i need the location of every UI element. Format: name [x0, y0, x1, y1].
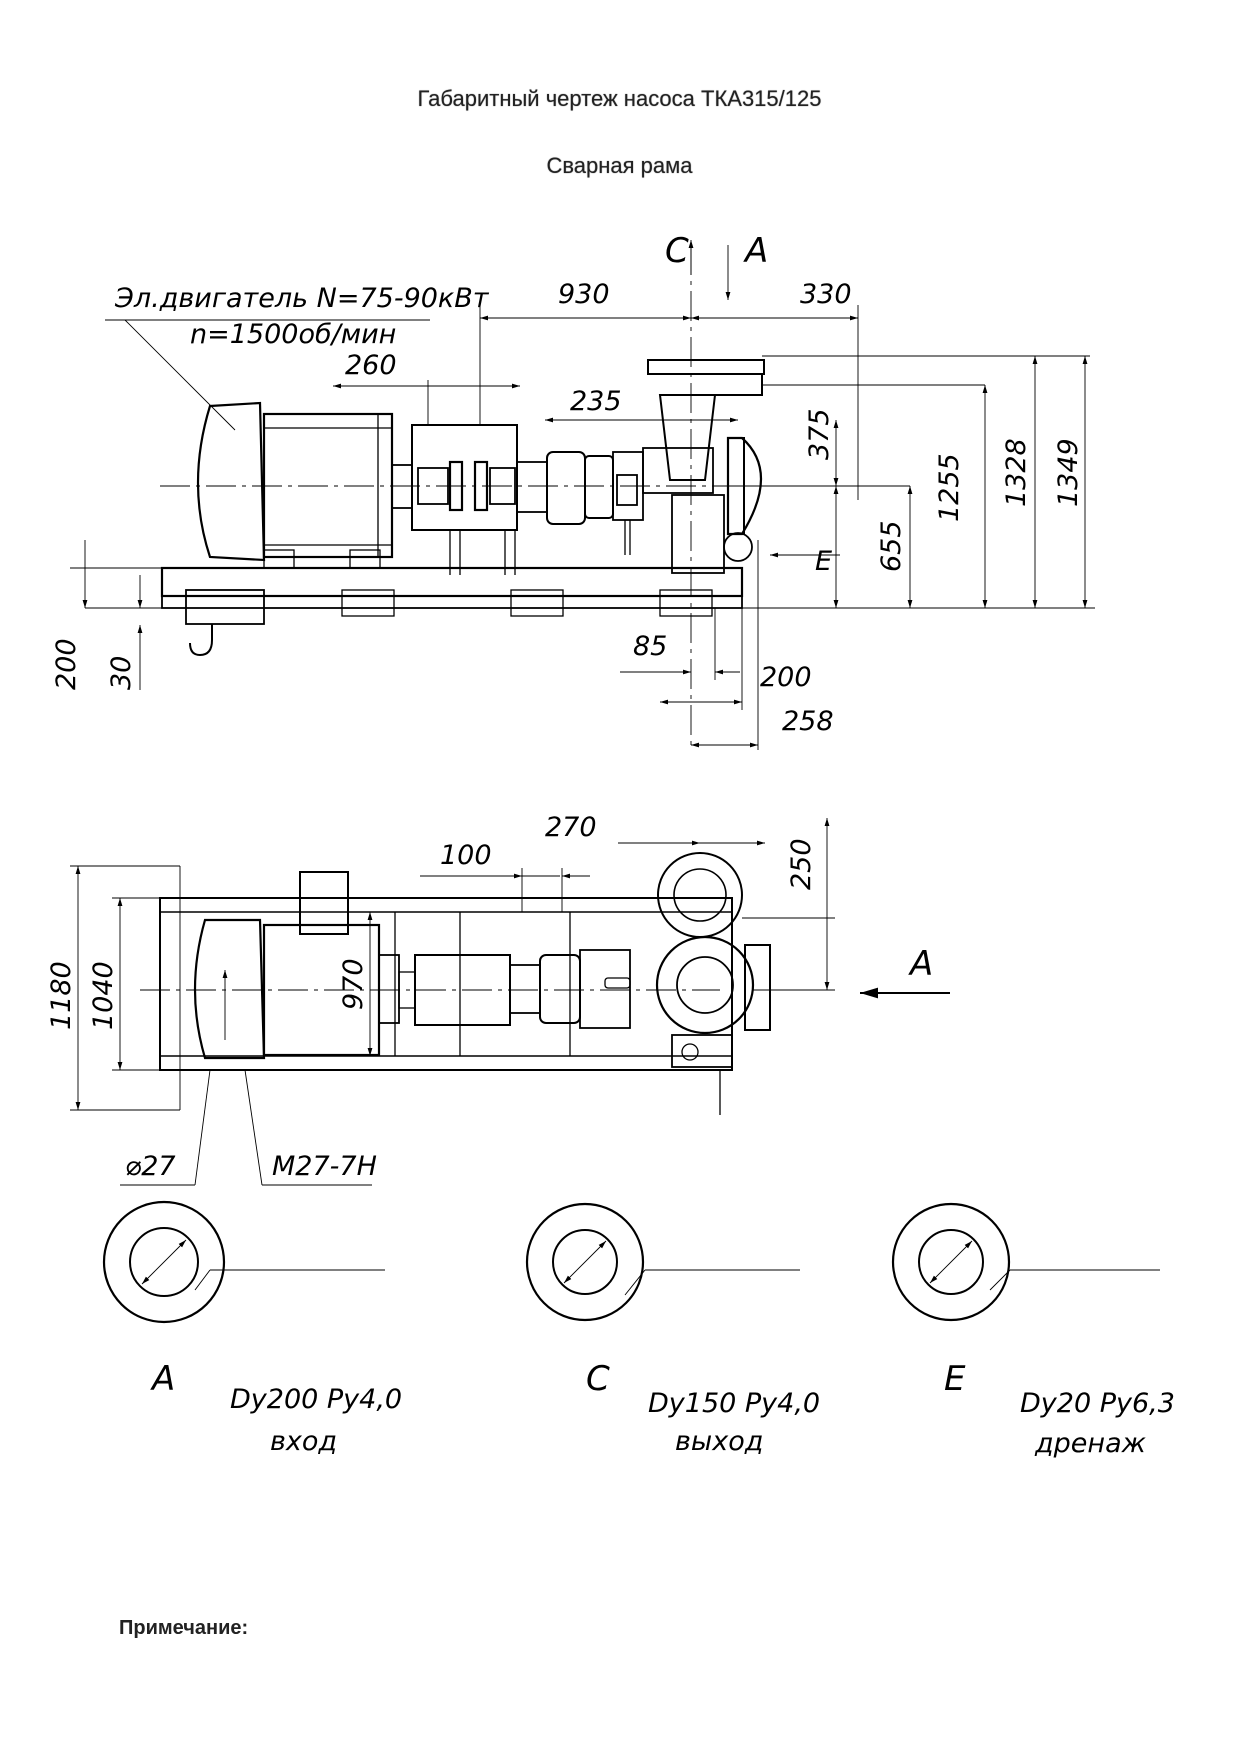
dim-250: 250 [786, 838, 817, 890]
dim-1328: 1328 [1001, 438, 1032, 507]
dim-260: 260 [345, 350, 397, 381]
dim-200: 200 [760, 662, 812, 693]
dim-258: 258 [782, 706, 834, 737]
bearing-housing [516, 451, 644, 555]
thread-label: М27-7Н [272, 1151, 377, 1182]
flange-c-letter: С [586, 1359, 610, 1399]
dim-930: 930 [558, 279, 610, 310]
pump-body [642, 359, 765, 574]
drain-marker-e: Е [815, 546, 832, 577]
flange-e [891, 1202, 1160, 1322]
hole-diameter-label: ⌀27 [125, 1151, 176, 1182]
dim-30: 30 [106, 656, 137, 690]
view-marker-a-front: А [743, 231, 768, 271]
motor-speed-label: n=1500об/мин [190, 319, 396, 350]
base-frame [160, 566, 744, 657]
dim-100: 100 [440, 840, 492, 871]
flange-a-letter: А [150, 1359, 175, 1399]
flange-e-purpose: дренаж [1034, 1428, 1147, 1459]
dim-970: 970 [338, 958, 369, 1010]
flange-e-letter: Е [944, 1359, 966, 1399]
flange-a-purpose: вход [270, 1426, 337, 1457]
flange-a-spec: Dy200 Py4,0 [230, 1384, 402, 1415]
dim-235: 235 [570, 386, 622, 417]
dim-655: 655 [876, 520, 907, 572]
flange-c-purpose: выход [675, 1426, 763, 1457]
dim-270: 270 [545, 812, 597, 843]
view-marker-c: С [665, 231, 689, 271]
electric-motor [196, 401, 413, 569]
front-dimensions [70, 240, 1095, 750]
flange-c [525, 1202, 800, 1322]
flange-e-spec: Dy20 Py6,3 [1020, 1388, 1175, 1419]
dim-200-left: 200 [51, 638, 82, 690]
motor-power-label: Эл.двигатель N=75-90кВт [114, 283, 490, 314]
dim-1255: 1255 [934, 453, 965, 522]
drawing-subtitle: Сварная рама [546, 153, 693, 178]
coupling-guard [411, 424, 518, 575]
plan-view [70, 818, 950, 1186]
dim-1180: 1180 [46, 961, 77, 1030]
flange-c-spec: Dy150 Py4,0 [648, 1388, 820, 1419]
drawing-title: Габаритный чертеж насоса ТКА315/125 [417, 86, 822, 111]
dim-375: 375 [804, 408, 835, 460]
flange-a [102, 1200, 385, 1324]
view-marker-a-plan: А [908, 944, 933, 984]
front-view [70, 240, 1095, 750]
dim-1040: 1040 [88, 961, 119, 1030]
dim-330: 330 [800, 279, 852, 310]
dim-85: 85 [633, 631, 667, 662]
note-label: Примечание: [119, 1617, 249, 1639]
dim-1349: 1349 [1053, 438, 1084, 507]
